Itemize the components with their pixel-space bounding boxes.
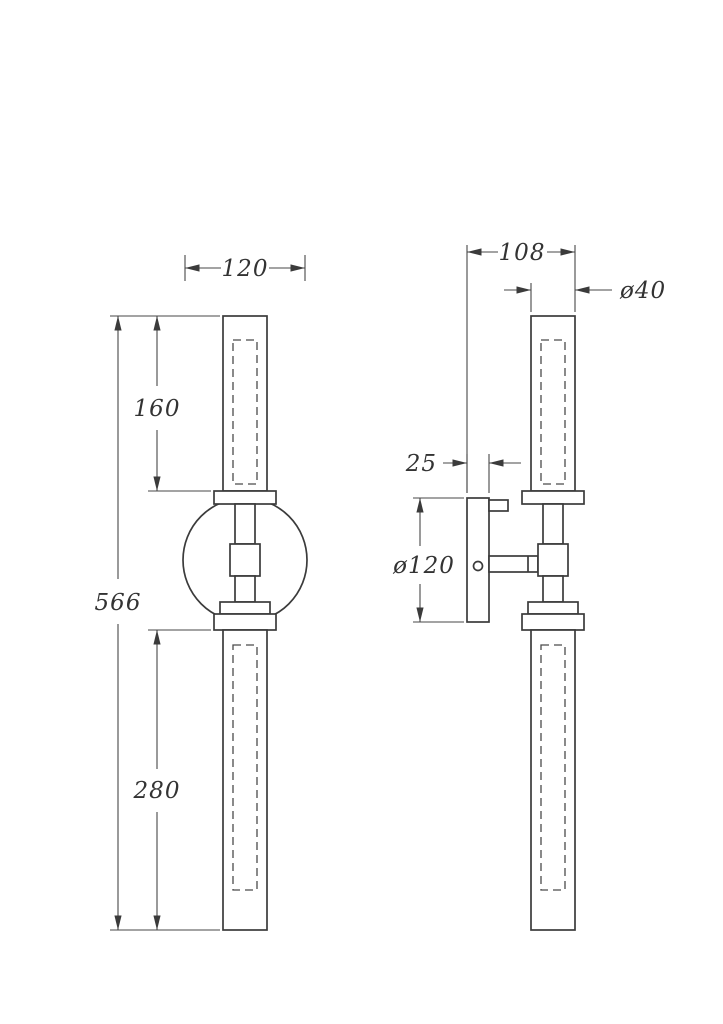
dim-front-lower-tube: 280 [133,629,211,930]
dim-side-backplate-thickness: 25 [405,451,521,493]
dim-front-total-height-label: 566 [95,590,142,616]
screw-hole [472,560,484,572]
dim-side-tube-diameter-label: ø40 [619,278,666,304]
front-view [182,315,308,931]
dim-side-depth-label: 108 [499,240,546,266]
dim-front-width: 120 [184,255,306,282]
dim-front-upper-tube-label: 160 [134,396,181,422]
side-upper-tube-hidden [540,339,566,485]
front-lower-neck [234,575,256,603]
dim-side-backplate-thickness-label: 25 [405,451,437,477]
dim-side-tube-diameter: ø40 [504,278,666,312]
side-lower-flange-top [527,601,579,615]
side-upper-flange [521,490,585,505]
dim-side-backplate-diameter-label: ø120 [392,553,455,579]
front-center-block [229,543,261,577]
backplate-side [466,497,490,623]
dim-front-width-label: 120 [222,256,269,282]
dim-front-lower-tube-label: 280 [133,778,181,804]
mount-arm [488,555,539,573]
front-upper-tube [222,315,268,492]
front-lower-flange-bottom [213,613,277,631]
side-lower-tube-hidden [540,644,566,891]
dim-front-total-height: 566 [95,315,220,931]
side-lower-flange-bottom [521,613,585,631]
dim-side-backplate-diameter: ø120 [392,497,464,623]
front-lower-tube [222,629,268,931]
front-lower-tube-hidden [232,644,258,891]
front-lower-flange-top [219,601,271,615]
side-upper-neck [542,503,564,545]
dim-front-upper-tube: 160 [134,316,211,492]
side-lower-tube [530,629,576,931]
side-center-block [537,543,569,577]
front-upper-flange [213,490,277,505]
side-view [466,315,585,931]
dim-side-depth: 108 [466,240,576,493]
front-upper-neck [234,503,256,545]
side-lower-neck [542,575,564,603]
side-upper-tube [530,315,576,492]
front-upper-tube-hidden [232,339,258,485]
mount-bracket-tab [488,499,509,512]
